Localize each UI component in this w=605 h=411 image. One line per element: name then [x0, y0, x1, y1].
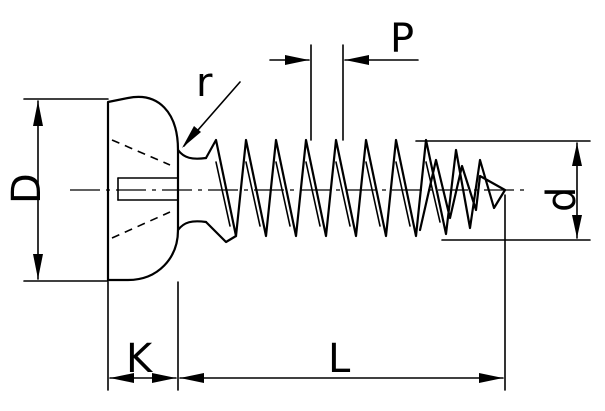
label-L: L [328, 336, 351, 382]
dimension-d-head: D [4, 98, 109, 282]
label-d: d [539, 187, 585, 212]
neck-fillet [176, 148, 208, 232]
dimension-l: L [179, 194, 506, 391]
dimension-r-radius: r [182, 60, 241, 148]
dimension-k: K [107, 281, 179, 391]
label-K: K [126, 336, 154, 382]
dimension-p-pitch: P [269, 16, 419, 141]
screw-head [106, 95, 180, 282]
label-r: r [196, 60, 213, 106]
label-D: D [4, 173, 50, 204]
threaded-shank [204, 138, 507, 244]
label-P: P [390, 16, 414, 62]
dimension-d-thread: d [415, 140, 591, 241]
